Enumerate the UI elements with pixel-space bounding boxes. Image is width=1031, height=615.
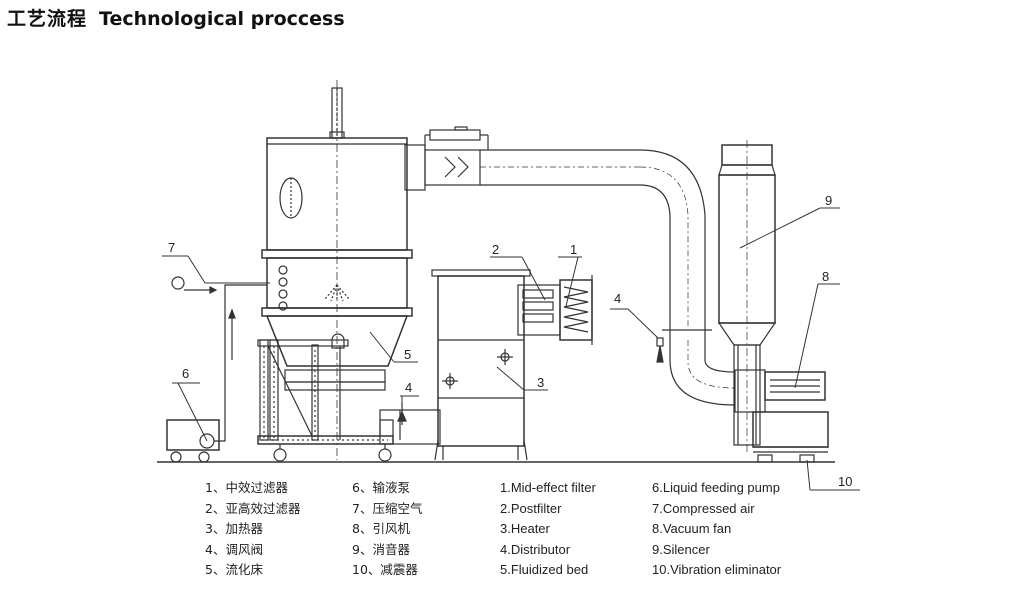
legend-item: 5、流化床 — [205, 562, 263, 578]
legend-en-col1: 1.Mid-effect filter 2.Postfilter 3.Heate… — [500, 478, 596, 581]
legend-item: 10、减震器 — [352, 562, 418, 578]
legend-item: 9.Silencer — [652, 541, 710, 557]
title-en: Technological proccess — [99, 8, 345, 30]
legend-item: 4、调风阀 — [205, 541, 263, 557]
legend-zh-col2: 6、输液泵 7、压缩空气 8、引风机 9、消音器 10、减震器 — [352, 478, 422, 581]
legend-item: 4.Distributor — [500, 541, 571, 557]
legend-item: 6.Liquid feeding pump — [652, 480, 780, 495]
callout-5: 5 — [404, 347, 411, 362]
callout-4-valve: 4 — [614, 291, 621, 306]
callout-3: 3 — [537, 375, 544, 390]
callout-10: 10 — [838, 474, 852, 489]
legend-item: 6、输液泵 — [352, 480, 410, 495]
legend-item: 2、亚高效过滤器 — [205, 500, 301, 516]
callout-leaders — [162, 207, 860, 491]
heater — [431, 269, 531, 461]
filter-box — [517, 275, 593, 345]
callout-6: 6 — [182, 366, 189, 381]
callout-4-inlet: 4 — [405, 380, 412, 395]
legend-item: 9、消音器 — [352, 541, 410, 557]
legend-zh-col1: 1、中效过滤器 2、亚高效过滤器 3、加热器 4、调风阀 5、流化床 — [205, 478, 300, 581]
legend-item: 1、中效过滤器 — [205, 480, 288, 495]
legend-item: 8、引风机 — [352, 521, 410, 537]
silencer — [717, 140, 777, 455]
legend-item: 3.Heater — [500, 521, 550, 537]
callout-9: 9 — [825, 193, 832, 208]
exhaust-duct — [404, 126, 736, 406]
legend-item: 10.Vibration eliminator — [652, 562, 782, 578]
callout-1: 1 — [570, 242, 577, 257]
inlet-duct — [379, 402, 441, 445]
vacuum-fan — [734, 369, 829, 463]
legend-item: 8.Vacuum fan — [652, 521, 732, 537]
legend-item: 5.Fluidized bed — [500, 562, 589, 578]
fluidized-bed — [257, 80, 413, 462]
legend-item: 1.Mid-effect filter — [500, 480, 596, 495]
legend-item: 2.Postfilter — [500, 500, 562, 516]
callout-7: 7 — [168, 240, 175, 255]
legend-en-col2: 6.Liquid feeding pump 7.Compressed air 8… — [652, 478, 781, 581]
callout-8: 8 — [822, 269, 829, 284]
liquid-feeding-pump — [166, 284, 267, 463]
title-zh: 工艺流程 — [7, 8, 88, 30]
callout-2: 2 — [492, 242, 499, 257]
legend-item: 7、压缩空气 — [352, 500, 423, 516]
legend-item: 3、加热器 — [205, 521, 263, 537]
legend-item: 7.Compressed air — [652, 500, 755, 516]
compressed-air-inlet — [171, 276, 218, 294]
page-title: 工艺流程 Technological proccess — [7, 4, 345, 31]
